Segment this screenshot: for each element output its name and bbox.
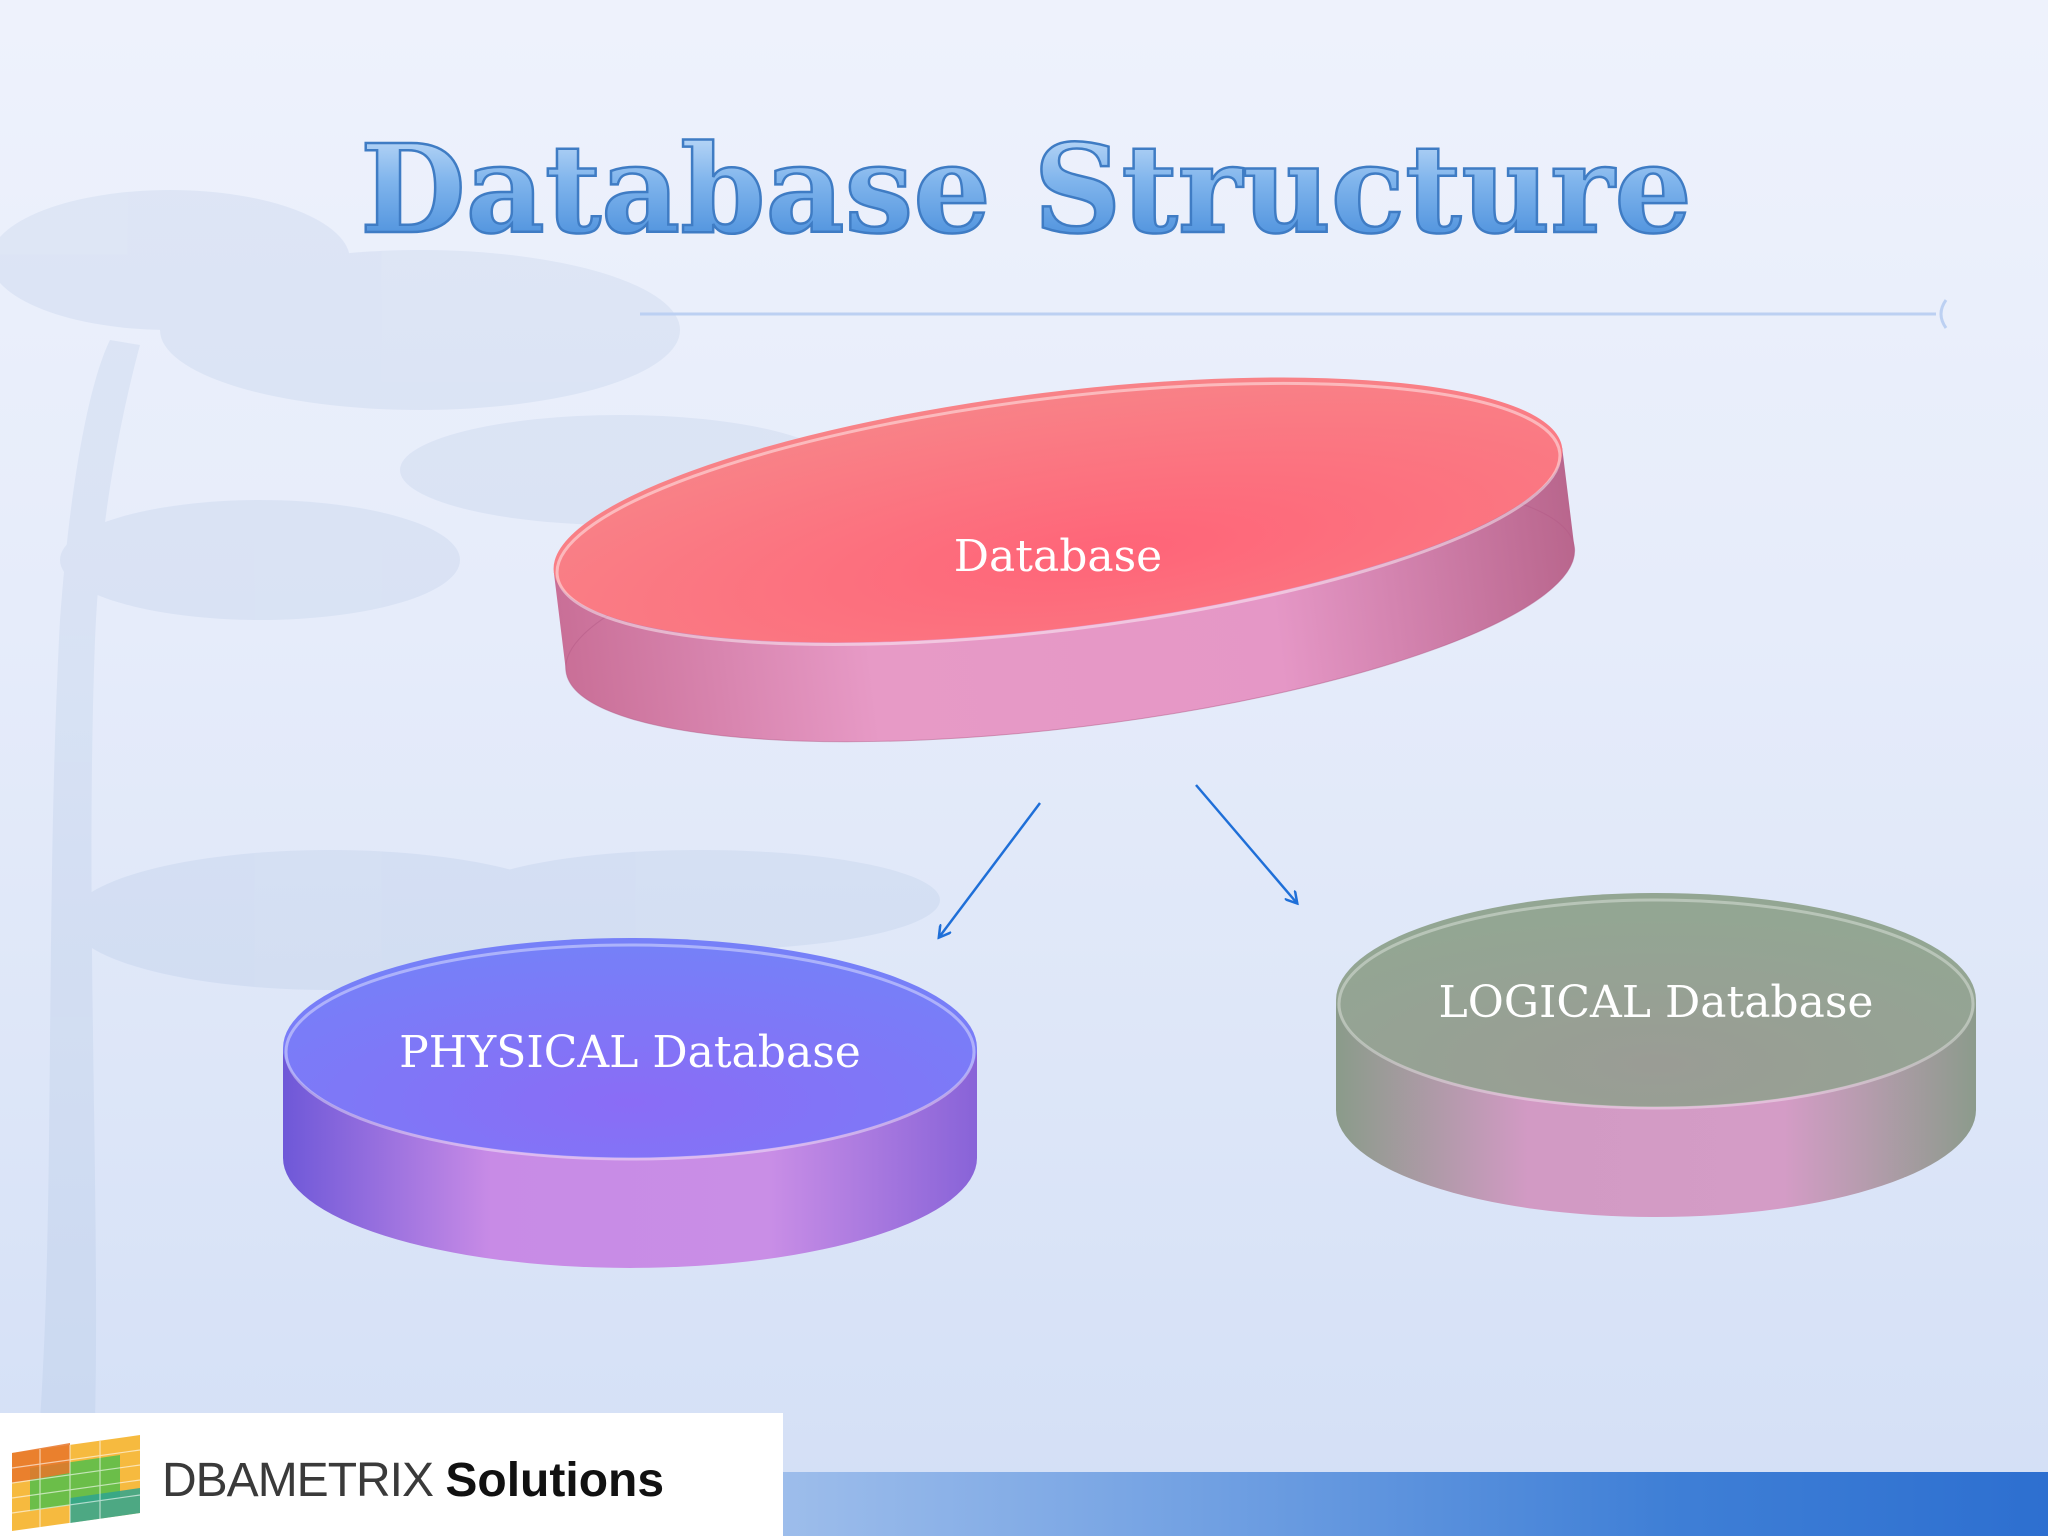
slide-title: Database Structure: [360, 117, 1692, 261]
database-disk: Database: [539, 331, 1588, 788]
physical-database-label: PHYSICAL Database: [399, 1027, 861, 1078]
footer-bar: [783, 1472, 2048, 1536]
arrow-to-logical: [1196, 785, 1296, 902]
title-divider: [640, 300, 1946, 328]
logo-wordmark: DBAMETRIX Solutions: [162, 1453, 664, 1508]
company-logo: DBAMETRIX Solutions: [0, 1413, 783, 1536]
logical-database-label: LOGICAL Database: [1439, 977, 1874, 1028]
logical-database-disk: LOGICAL Database: [1336, 893, 1976, 1217]
logo-mark-icon: [0, 1413, 150, 1536]
database-label: Database: [954, 531, 1162, 582]
logo-suffix: Solutions: [445, 1454, 664, 1507]
arrow-to-physical: [940, 803, 1040, 936]
physical-database-disk: PHYSICAL Database: [283, 938, 977, 1268]
logo-prefix: DBAMETRIX: [162, 1454, 433, 1507]
